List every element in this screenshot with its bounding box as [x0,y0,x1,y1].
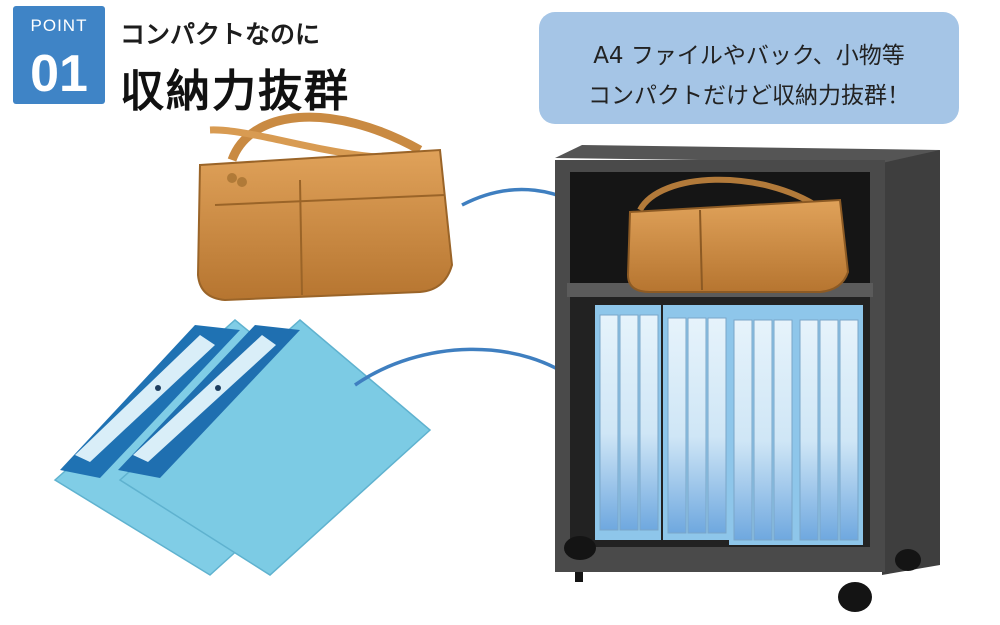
arrow-folder-to-shelf [354,347,582,385]
headline: 収納力抜群 [120,66,350,117]
callout-line-1: A4 ファイルやバック、小物等 [593,43,905,69]
handbag-image [196,112,454,302]
callout-box: A4 ファイルやバック、小物等 コンパクトだけど収納力抜群！ [539,12,959,124]
point-number: 01 [30,45,88,103]
callout-line-2: コンパクトだけど収納力抜群！ [588,83,910,109]
file-folders-image [53,319,432,576]
point-badge: POINT 01 [13,6,105,104]
cabinet-image [555,145,940,612]
subtitle: コンパクトなのに [120,20,321,49]
point-label: POINT [30,16,88,35]
binders-image [595,305,863,545]
